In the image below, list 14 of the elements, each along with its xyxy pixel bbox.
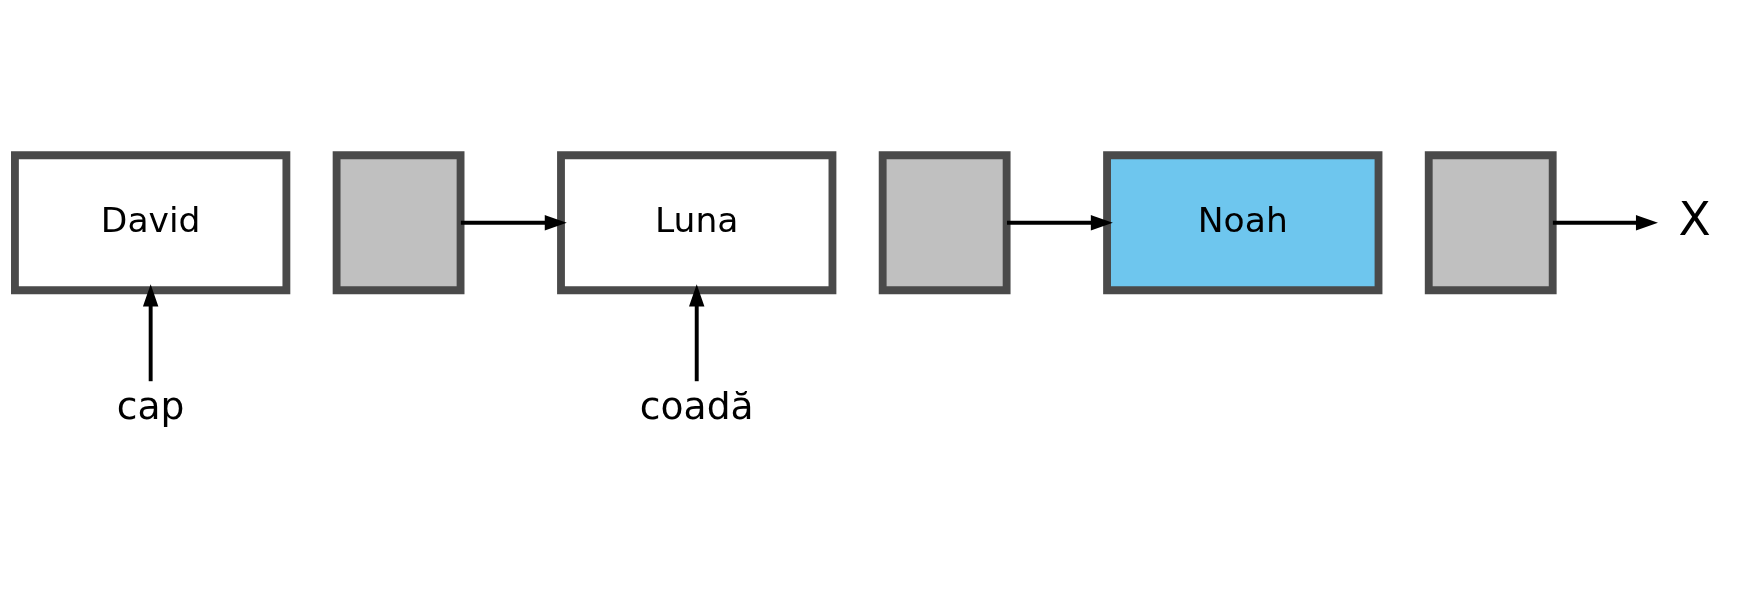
arrow	[1006, 214, 1113, 230]
node-box	[878, 150, 1011, 294]
node-box: Luna	[557, 150, 837, 294]
node-text: X	[1678, 190, 1711, 246]
node-box	[1424, 150, 1557, 294]
node-box: Noah	[1103, 150, 1383, 294]
arrow	[142, 283, 159, 381]
node-box: David	[11, 150, 291, 294]
arrow	[1552, 214, 1658, 230]
node-box	[332, 150, 465, 294]
node-text: coadă	[639, 383, 754, 428]
arrow	[460, 214, 567, 230]
arrow	[689, 283, 705, 381]
node-text: cap	[116, 383, 185, 428]
